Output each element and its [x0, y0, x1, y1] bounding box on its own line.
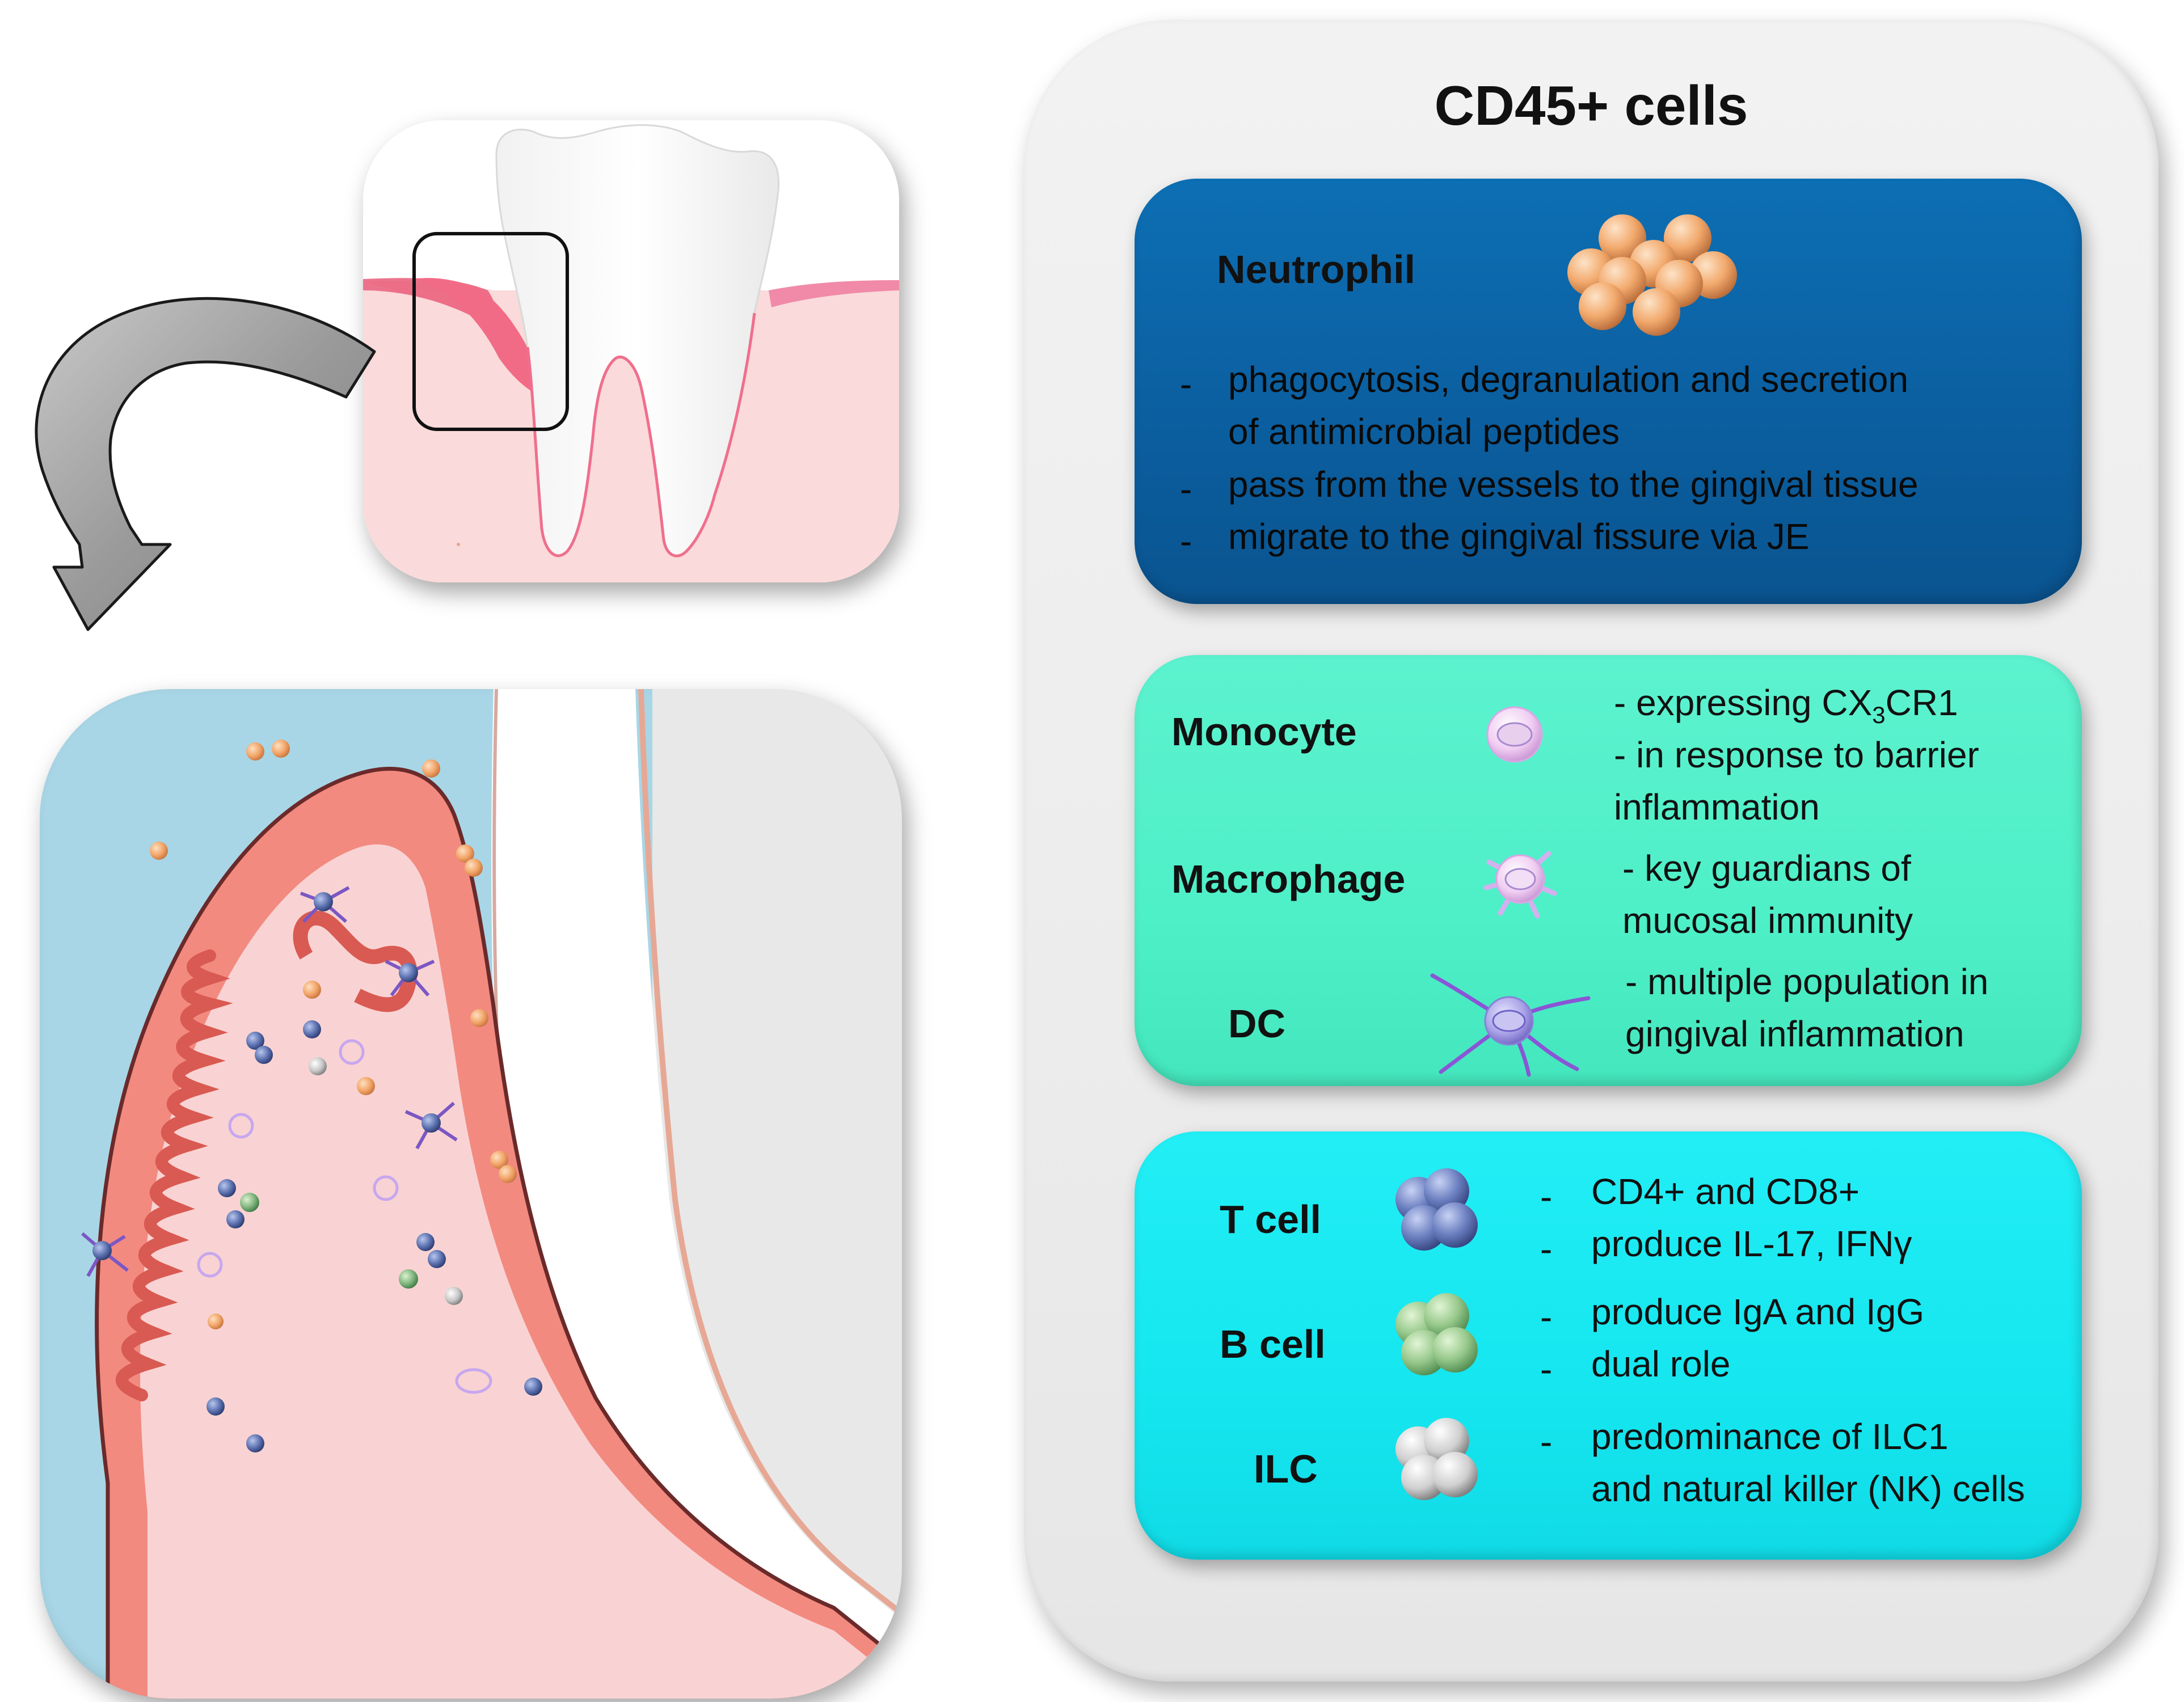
dc-icon: [1430, 973, 1591, 1077]
bullet-dash: -: [1540, 1176, 1553, 1217]
neutrophil-card: Neutrophil - phagocytosis, degranulation…: [1135, 179, 2082, 604]
tcell-label: T cell: [1220, 1197, 1321, 1241]
monocyte-label: Monocyte: [1171, 709, 1357, 754]
panel-title: CD45+ cells: [1434, 74, 1748, 137]
t-cell-dots: [206, 1020, 542, 1452]
myeloid-card: Monocyte - expressing CX3CR1 - in respon…: [1135, 655, 2082, 1086]
neutrophil-bullet-1: phagocytosis, degranulation and secretio…: [1228, 359, 1909, 400]
neutrophil-bullet-1-cont: of antimicrobial peptides: [1228, 411, 1620, 452]
curved-arrow: [35, 297, 376, 631]
bullet-dash: -: [1180, 521, 1192, 561]
neutrophil-icon: [1567, 214, 1737, 336]
monocyte-icon: [1486, 706, 1543, 763]
ilc-label: ILC: [1254, 1447, 1318, 1491]
dc-line-1: - multiple population in: [1625, 961, 1989, 1002]
cd45-cells-panel: CD45+ cells Neutrophil - phagocytosis, d…: [1024, 20, 2158, 1682]
neutrophil-bullet-2: pass from the vessels to the gingival ti…: [1228, 464, 1919, 505]
tooth-overview-panel: [363, 120, 899, 582]
bullet-dash: -: [1540, 1228, 1553, 1269]
ilc-bullet-2: and natural killer (NK) cells: [1591, 1468, 2025, 1509]
neutrophil-bullet-3: migrate to the gingival fissure via JE: [1228, 516, 1810, 557]
gingiva-detail-panel: [40, 689, 902, 1699]
tcell-icon: [1395, 1168, 1478, 1251]
monocyte-line-2: - in response to barrier: [1614, 734, 1979, 775]
bullet-dash: -: [1540, 1296, 1553, 1337]
bullet-dash: -: [1180, 364, 1192, 404]
macrophage-line-2: mucosal immunity: [1622, 900, 1913, 941]
bcell-icon: [1395, 1293, 1478, 1375]
monocyte-outlines: [197, 1039, 492, 1394]
ilc-bullet-1: predominance of ILC1: [1591, 1416, 1949, 1457]
tooth-illustration: [363, 120, 899, 582]
monocyte-line-1: - expressing CX3CR1: [1614, 682, 1958, 728]
tcell-bullet-2: produce IL-17, IFNγ: [1591, 1223, 1912, 1264]
bcell-bullet-1: produce IgA and IgG: [1591, 1291, 1925, 1332]
bullet-dash: -: [1540, 1421, 1553, 1462]
bullet-dash: -: [1540, 1349, 1553, 1390]
bcell-bullet-2: dual role: [1591, 1344, 1731, 1384]
neutrophil-dots: [150, 740, 517, 1329]
dc-label: DC: [1228, 1002, 1286, 1046]
bullet-dash: -: [1180, 468, 1192, 509]
tcell-bullet-1: CD4+ and CD8+: [1591, 1171, 1860, 1212]
bcell-label: B cell: [1220, 1322, 1326, 1366]
dc-line-2: gingival inflammation: [1625, 1013, 1964, 1054]
macrophage-label: Macrophage: [1171, 857, 1406, 901]
monocyte-line-3: inflammation: [1614, 787, 1820, 827]
dendritic-cells: [81, 886, 458, 1277]
macrophage-line-1: - key guardians of: [1622, 848, 1911, 889]
lymphoid-card: T cell - CD4+ and CD8+ - produce IL-17, …: [1135, 1131, 2082, 1560]
neutrophil-label: Neutrophil: [1217, 247, 1415, 292]
macrophage-icon: [1483, 851, 1557, 919]
gingiva-illustration: [81, 689, 902, 1699]
ilc-icon: [1395, 1418, 1478, 1500]
